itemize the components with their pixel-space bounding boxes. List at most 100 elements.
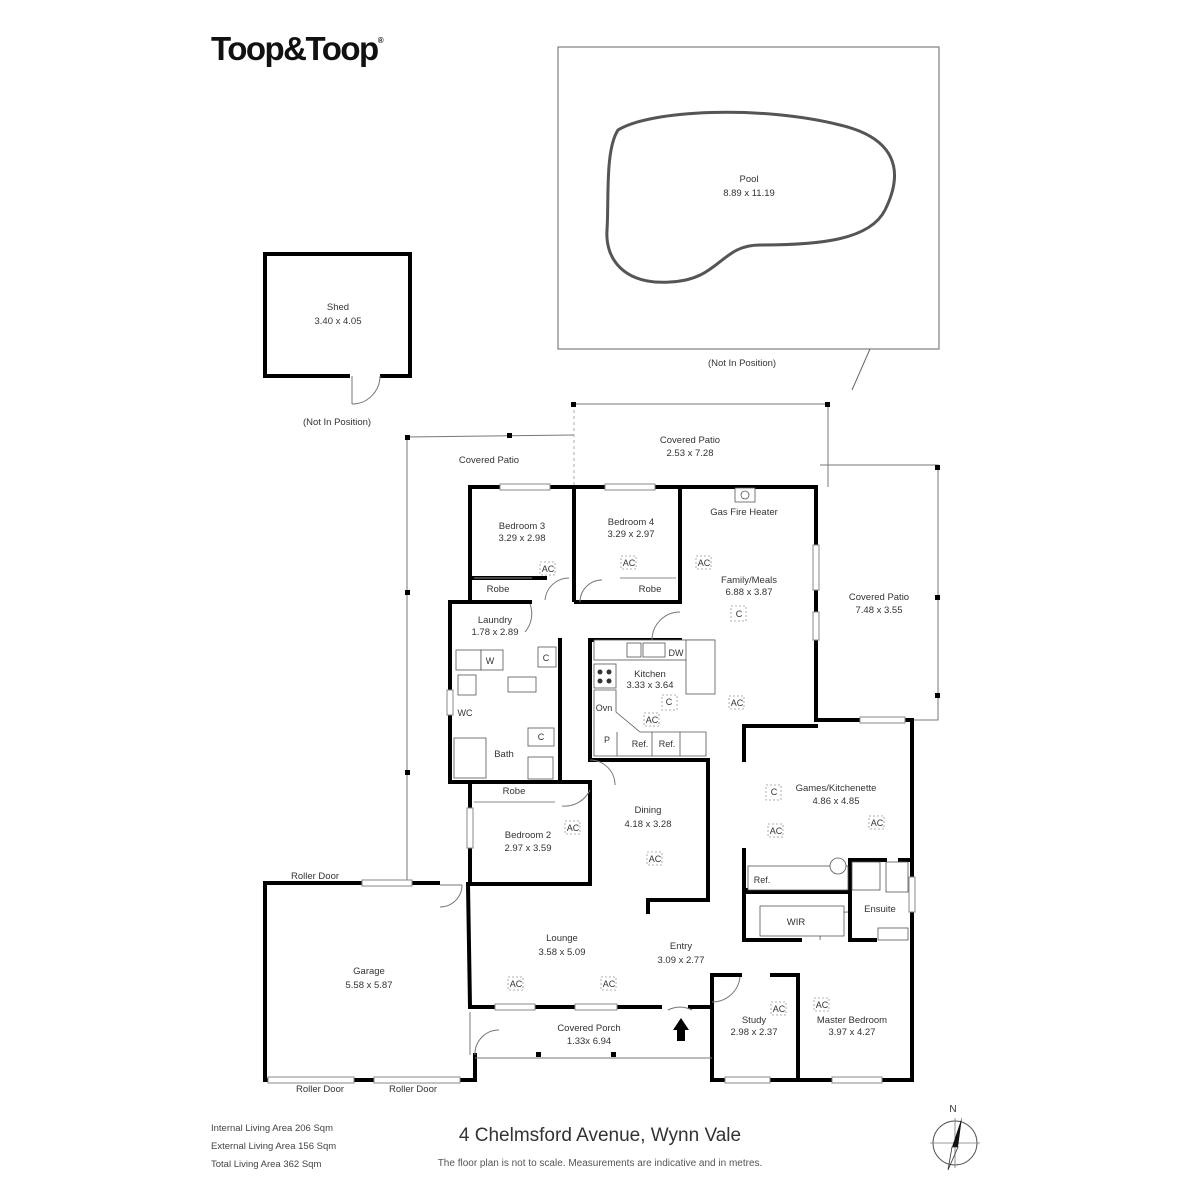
master-name: Master Bedroom — [817, 1015, 887, 1026]
ac-kitchen: AC — [643, 712, 660, 727]
p-label: P — [604, 735, 610, 745]
shed-note: (Not In Position) — [303, 417, 371, 428]
kitchen-name: Kitchen — [634, 669, 666, 680]
shed-dims: 3.40 x 4.05 — [314, 316, 361, 327]
ref-label-2: Ref. — [659, 739, 676, 749]
dining-dims: 4.18 x 3.28 — [624, 819, 671, 830]
lounge-dims: 3.58 x 5.09 — [538, 947, 585, 958]
study-dims: 2.98 x 2.37 — [730, 1027, 777, 1038]
ensuite-name: Ensuite — [864, 904, 896, 915]
family-dims: 6.88 x 3.87 — [725, 587, 772, 598]
entry-arrow-icon — [673, 1018, 689, 1041]
svg-text:AC: AC — [773, 1004, 786, 1014]
bedroom2-name: Bedroom 2 — [505, 830, 551, 841]
pool-dims: 8.89 x 11.19 — [723, 188, 775, 199]
ac-bedroom2: AC — [564, 820, 581, 835]
garage-dims: 5.58 x 5.87 — [345, 980, 392, 991]
c-label-laundry: C — [543, 653, 550, 663]
robe-label-b4: Robe — [639, 584, 662, 595]
roller-door-bottom-1: Roller Door — [296, 1084, 344, 1095]
svg-text:AC: AC — [698, 558, 711, 568]
c-label-games: C — [771, 787, 778, 797]
covered-patio-right-dims: 7.48 x 3.55 — [855, 605, 902, 616]
garage-name: Garage — [353, 966, 385, 977]
pool-name: Pool — [739, 174, 758, 185]
ac-lounge-2: AC — [600, 976, 617, 991]
patio-outlines: Covered Patio Covered Patio 2.53 x 7.28 … — [405, 402, 940, 880]
family-name: Family/Meals — [721, 575, 777, 586]
pool-area: Pool 8.89 x 11.19 (Not In Position) — [557, 46, 940, 391]
svg-text:AC: AC — [871, 818, 884, 828]
covered-patio-top-dims: 2.53 x 7.28 — [666, 448, 713, 459]
laundry-name: Laundry — [478, 615, 513, 626]
games-dims: 4.86 x 4.85 — [812, 796, 859, 807]
windows — [267, 483, 916, 1084]
c-label-family: C — [736, 609, 743, 619]
dw-label: DW — [669, 648, 684, 658]
bedroom3-dims: 3.29 x 2.98 — [498, 533, 545, 544]
fixtures — [453, 487, 909, 941]
ac-family-1: AC — [695, 555, 712, 570]
brand-logo: Toop&Toop® — [211, 30, 384, 67]
ac-bedroom3: AC — [539, 561, 556, 576]
porch-dims: 1.33x 6.94 — [567, 1036, 611, 1047]
ovn-label: Ovn — [596, 703, 613, 713]
total-area: Total Living Area 362 Sqm — [211, 1159, 322, 1170]
ac-family-2: AC — [728, 695, 745, 710]
svg-text:AC: AC — [731, 698, 744, 708]
porch-name: Covered Porch — [557, 1023, 620, 1034]
roller-door-bottom-2: Roller Door — [389, 1084, 437, 1095]
pool-note: (Not In Position) — [708, 358, 776, 369]
compass: N — [930, 1104, 980, 1171]
ac-study: AC — [770, 1001, 787, 1016]
svg-text:AC: AC — [646, 715, 659, 725]
games-name: Games/Kitchenette — [796, 783, 877, 794]
study-name: Study — [742, 1015, 767, 1026]
dining-name: Dining — [635, 805, 662, 816]
svg-text:AC: AC — [649, 854, 662, 864]
wir-name: WIR — [787, 917, 806, 928]
laundry-dims: 1.78 x 2.89 — [471, 627, 518, 638]
shed-name: Shed — [327, 302, 349, 313]
ac-games-2: AC — [868, 815, 885, 830]
ac-games-1: AC — [767, 823, 784, 838]
svg-text:AC: AC — [542, 564, 555, 574]
c-label-bath: C — [538, 732, 545, 742]
wc-label: WC — [458, 708, 473, 718]
ref-label-1: Ref. — [632, 739, 649, 749]
north-label: N — [949, 1104, 956, 1115]
svg-text:AC: AC — [770, 826, 783, 836]
svg-text:AC: AC — [603, 979, 616, 989]
covered-patio-top-name: Covered Patio — [660, 435, 720, 446]
ac-bedroom4: AC — [620, 555, 637, 570]
disclaimer: The floor plan is not to scale. Measurem… — [437, 1158, 763, 1169]
bedroom4-dims: 3.29 x 2.97 — [607, 529, 654, 540]
bedroom3-name: Bedroom 3 — [499, 521, 545, 532]
bath-name: Bath — [494, 749, 514, 760]
svg-text:AC: AC — [816, 1000, 829, 1010]
robe-label-b3: Robe — [487, 584, 510, 595]
svg-text:AC: AC — [623, 558, 636, 568]
entry-dims: 3.09 x 2.77 — [657, 955, 704, 966]
svg-text:AC: AC — [567, 823, 580, 833]
ac-dining: AC — [646, 851, 663, 866]
ac-markers: AC AC AC AC AC AC AC AC AC AC AC AC AC C — [507, 555, 885, 1016]
external-area: External Living Area 156 Sqm — [211, 1141, 337, 1152]
ref-label-games: Ref. — [754, 875, 771, 885]
covered-patio-right-name: Covered Patio — [849, 592, 909, 603]
bedroom2-dims: 2.97 x 3.59 — [504, 843, 551, 854]
w-label: W — [486, 656, 495, 666]
master-dims: 3.97 x 4.27 — [828, 1027, 875, 1038]
room-labels: Bedroom 3 3.29 x 2.98 Bedroom 4 3.29 x 2… — [291, 507, 896, 1095]
property-address: 4 Chelmsford Avenue, Wynn Vale — [458, 1125, 742, 1146]
internal-area: Internal Living Area 206 Sqm — [211, 1123, 333, 1134]
roller-door-top: Roller Door — [291, 871, 339, 882]
robe-label-b2: Robe — [503, 786, 526, 797]
entry-name: Entry — [670, 941, 692, 952]
covered-porch: Covered Porch 1.33x 6.94 — [469, 1012, 712, 1059]
c-label-kitchen: C — [666, 697, 673, 707]
ac-master: AC — [813, 997, 830, 1012]
ac-lounge-1: AC — [507, 976, 524, 991]
covered-patio-left-name: Covered Patio — [459, 455, 519, 466]
